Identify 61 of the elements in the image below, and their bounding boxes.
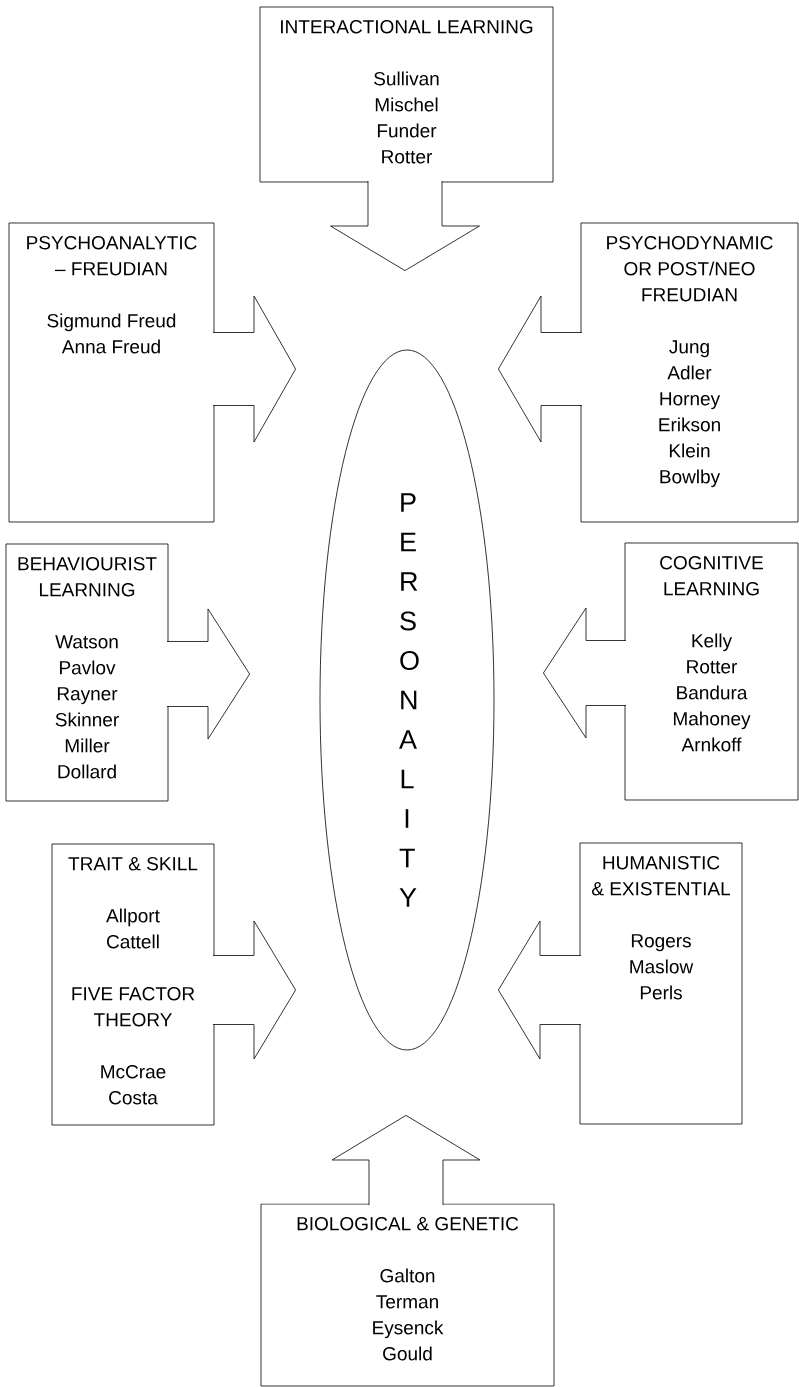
box-heading: BIOLOGICAL & GENETIC xyxy=(297,1217,519,1231)
theory-box xyxy=(51,843,215,1126)
block-arrow xyxy=(212,295,296,443)
theory-box xyxy=(5,543,169,802)
block-arrow xyxy=(331,1115,481,1206)
block-arrow xyxy=(498,920,582,1060)
box-heading: COGNITIVE LEARNING xyxy=(660,556,763,596)
theorist-name: Allport xyxy=(106,908,160,927)
box-heading: PSYCHOANALYTIC – FREUDIAN xyxy=(27,236,197,276)
theorist-name: Sigmund Freud xyxy=(47,313,176,332)
theorist-name: Pavlov xyxy=(60,660,116,675)
theorist-name: Rotter xyxy=(687,660,738,674)
theory-box xyxy=(579,842,743,1125)
theorist-name: Kelly xyxy=(692,633,733,652)
block-arrow xyxy=(212,920,296,1060)
vertical-word: P E R S O N A L I T Y xyxy=(399,493,419,907)
theory-box xyxy=(8,222,215,523)
box-heading: TRAIT & SKILL xyxy=(68,857,198,871)
theorist-name: Eysenck xyxy=(373,1320,444,1339)
theorist-name: Bowlby xyxy=(660,469,721,488)
theorist-name: Mischel xyxy=(375,97,438,112)
theorist-name: Rotter xyxy=(382,150,433,164)
theorist-name: Bandura xyxy=(677,685,748,700)
block-arrow xyxy=(330,180,480,271)
theorist-name: Jung xyxy=(669,340,709,358)
theory-box xyxy=(260,1203,555,1387)
theorist-name: Cattell xyxy=(107,934,159,949)
box-heading: PSYCHODYNAMIC OR POST/NEO FREUDIAN xyxy=(607,236,773,302)
theorist-name: Funder xyxy=(377,123,437,138)
theorist-name: Klein xyxy=(669,443,710,458)
theorist-name: McCrae xyxy=(101,1065,166,1079)
theorist-name: Anna Freud xyxy=(61,339,160,354)
personality-ellipse xyxy=(319,349,495,1051)
theorist-name: Erikson xyxy=(659,417,720,432)
theory-box xyxy=(624,542,799,801)
theorist-name: Watson xyxy=(55,635,118,649)
theorist-name: Sullivan xyxy=(374,71,439,86)
theorist-name: Gould xyxy=(383,1346,432,1361)
theorist-name: Galton xyxy=(380,1268,435,1283)
box-heading: INTERACTIONAL LEARNING xyxy=(281,20,533,34)
theory-box xyxy=(259,6,554,183)
block-arrow xyxy=(498,295,583,443)
theorist-name: Maslow xyxy=(630,959,694,974)
theory-box xyxy=(580,222,799,523)
box-heading: BEHAVIOURIST LEARNING xyxy=(18,557,157,597)
theorist-name: Mahoney xyxy=(673,711,751,730)
theorist-name: Miller xyxy=(65,738,110,753)
box-heading: HUMANISTIC & EXISTENTIAL xyxy=(592,856,731,896)
theorist-name: Adler xyxy=(667,365,712,380)
theorist-name: Rayner xyxy=(57,687,118,705)
theorist-name: Perls xyxy=(640,985,682,1000)
theorist-name: Arnkoff xyxy=(681,737,742,752)
theorist-name: Horney xyxy=(660,392,721,410)
theorist-name: Costa xyxy=(109,1091,158,1105)
box-heading: FIVE FACTOR THEORY xyxy=(72,987,195,1027)
theorist-name: Rogers xyxy=(631,934,691,952)
theorist-name: Dollard xyxy=(58,764,116,779)
block-arrow xyxy=(166,608,250,740)
block-arrow xyxy=(543,607,627,739)
theorist-name: Terman xyxy=(376,1295,438,1309)
theorist-name: Skinner xyxy=(55,712,119,727)
